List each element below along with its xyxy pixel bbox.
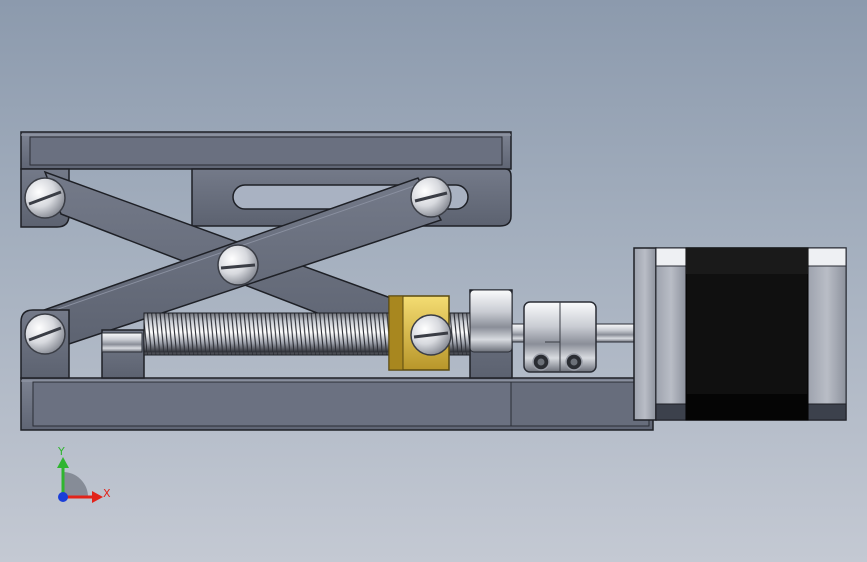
shaft-coupling[interactable] xyxy=(523,301,597,373)
slotted-screw-icon[interactable] xyxy=(410,314,452,356)
base-plate[interactable] xyxy=(20,377,654,431)
axis-x-label: X xyxy=(103,487,111,500)
slotted-screw-icon[interactable] xyxy=(410,176,452,218)
right-bearing-block[interactable] xyxy=(469,289,513,379)
motor-body xyxy=(685,247,809,421)
top-plate[interactable] xyxy=(20,131,512,170)
axis-triad-icon: Y X xyxy=(57,445,111,503)
slotted-screw-icon[interactable] xyxy=(217,244,259,286)
axis-y-label: Y xyxy=(57,445,65,458)
left-bearing-block[interactable] xyxy=(101,329,145,379)
set-screw-icon xyxy=(565,353,583,371)
set-screw-icon xyxy=(532,353,550,371)
slotted-screw-icon[interactable] xyxy=(24,313,66,355)
stepper-motor[interactable] xyxy=(633,247,847,421)
slotted-screw-icon[interactable] xyxy=(24,177,66,219)
